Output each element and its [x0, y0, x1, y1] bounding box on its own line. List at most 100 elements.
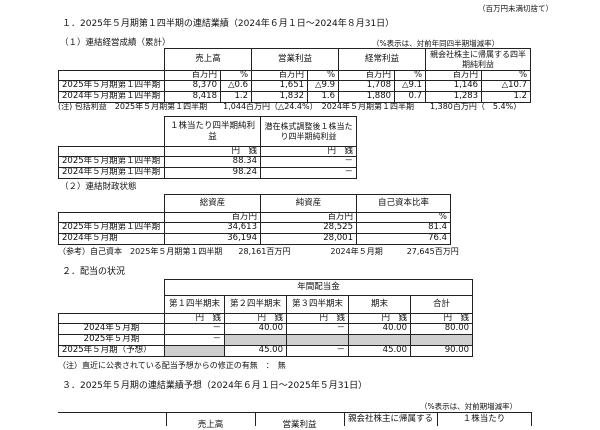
cell-total-dividend: 90.00 — [409, 344, 474, 357]
header-operating-income: 営業利益 — [251, 48, 340, 71]
section-1-title: １．2025年５月期第１四半期の連結業績（2024年６月１日～2024年８月31… — [62, 19, 395, 29]
row-label: 2025年５月期 — [58, 333, 165, 346]
cell-total-dividend — [409, 333, 474, 346]
dividend-forecast-note: （注）直近に公表されている配当予想からの修正の有無 ： 無 — [58, 361, 286, 370]
cell-total-assets: 36,194 — [164, 232, 261, 245]
subsection-operating-results: （１）連結経営成績（累計） — [60, 38, 171, 48]
unit-yen-sen: 円 銭 — [286, 313, 349, 324]
cell-equity-ratio: 76.4 — [356, 232, 451, 245]
cell-total-dividend: 80.00 — [409, 322, 474, 335]
percent-note: （%表示は、対前年同四半期増減率） — [372, 39, 500, 48]
equity-reference-note: （参考）自己資本 2025年５月期第１四半期 28,161百万円 2024年５月… — [58, 247, 459, 256]
unit-row-label — [58, 70, 165, 81]
unit-million-yen: 百万円 — [338, 70, 396, 81]
cell-net-income-pct: 1.2 — [481, 90, 532, 103]
unit-row-label — [58, 212, 165, 223]
cell-q2-dividend: 45.00 — [224, 344, 287, 357]
row-label: 2024年５月期 — [58, 322, 165, 335]
unit-yen-sen: 円 銭 — [164, 146, 261, 157]
cell-net-sales: 8,418 — [164, 90, 221, 103]
cell-net-sales-pct: △0.6 — [219, 79, 253, 92]
cell-operating-income: 1,651 — [251, 79, 309, 92]
cell-net-assets: 28,001 — [260, 232, 357, 245]
forecast-col-divider — [344, 412, 345, 426]
header-net-income-attributable: 親会社株主に帰属する四半期純利益 — [425, 48, 532, 71]
cell-net-income: 1,283 — [425, 90, 483, 103]
cell-diluted-eps: － — [260, 166, 357, 179]
header-eps: １株当たり四半期純利益 — [164, 116, 261, 147]
header-annual-dividend: 年間配当金 — [163, 279, 474, 296]
cell-eps: 98.24 — [164, 166, 261, 179]
header-q3-end: 第３四半期末 — [286, 295, 349, 314]
header-total-assets: 総資産 — [164, 194, 261, 213]
unit-million-yen: 百万円 — [164, 212, 261, 223]
forecast-header-operating-income: 営業利益 — [282, 420, 317, 430]
unit-million-yen: 百万円 — [251, 70, 309, 81]
header-equity-ratio: 自己資本比率 — [356, 194, 451, 213]
cell-q1-dividend: － — [164, 322, 225, 335]
unit-yen-sen: 円 銭 — [224, 313, 287, 324]
row-label: 2025年５月期第１四半期 — [58, 79, 165, 92]
cell-q3-dividend: － — [286, 344, 349, 357]
forecast-col-divider — [255, 412, 256, 426]
forecast-col-divider — [437, 412, 438, 426]
unit-million-yen: 百万円 — [164, 70, 221, 81]
percent-note: （%表示は、対前期増減率） — [420, 402, 518, 411]
cell-diluted-eps: － — [260, 155, 357, 168]
header-q2-end: 第２四半期末 — [224, 295, 287, 314]
cell-ordinary-income-pct: 0.7 — [394, 90, 427, 103]
unit-million-yen: 百万円 — [425, 70, 483, 81]
header-net-assets: 純資産 — [260, 194, 357, 213]
unit-note: （百万円未満切捨て） — [478, 4, 553, 13]
unit-yen-sen: 円 銭 — [164, 313, 225, 324]
cell-total-assets: 34,613 — [164, 221, 261, 234]
header-blank — [58, 279, 165, 314]
cell-year-end-dividend: 45.00 — [348, 344, 411, 357]
unit-percent: % — [307, 70, 340, 81]
forecast-col-divider — [531, 412, 532, 426]
forecast-header-net-sales: 売上高 — [197, 420, 224, 430]
header-q1-end: 第１四半期末 — [164, 295, 225, 314]
cell-q1-dividend: － — [164, 333, 225, 346]
unit-row-label — [58, 146, 165, 157]
cell-equity-ratio: 81.4 — [356, 221, 451, 234]
cell-q3-dividend — [286, 333, 349, 346]
cell-operating-income-pct: 1.6 — [307, 90, 340, 103]
forecast-header-net-income: 親会社株主に帰属する — [347, 414, 433, 424]
comprehensive-income-note: (注) 包括利益 2025年５月期第１四半期 1,044百万円（△24.4%） … — [58, 102, 522, 111]
operating-results-table: 売上高 営業利益 経常利益 親会社株主に帰属する四半期純利益 百万円 % 百万円… — [58, 48, 532, 103]
unit-percent: % — [219, 70, 253, 81]
header-diluted-eps: 潜在株式調整後１株当たり四半期純利益 — [260, 116, 357, 147]
cell-operating-income-pct: △9.9 — [307, 79, 340, 92]
cell-net-sales-pct: 1.2 — [219, 90, 253, 103]
unit-row-label — [58, 313, 165, 324]
cell-operating-income: 1,832 — [251, 90, 309, 103]
header-blank — [59, 49, 165, 71]
eps-table: １株当たり四半期純利益 潜在株式調整後１株当たり四半期純利益 円 銭 円 銭 2… — [58, 116, 357, 179]
forecast-col-divider — [166, 412, 167, 426]
row-label: 2025年５月期（予想） — [58, 344, 165, 357]
header-blank — [59, 195, 165, 213]
section-2-title: ２．配当の状況 — [62, 267, 126, 277]
cell-ordinary-income: 1,880 — [338, 90, 396, 103]
header-total: 合計 — [409, 295, 474, 314]
header-net-sales: 売上高 — [163, 48, 253, 71]
cell-eps: 88.34 — [164, 155, 261, 168]
header-ordinary-income: 経常利益 — [338, 48, 427, 71]
cell-ordinary-income: 1,708 — [338, 79, 396, 92]
forecast-header-eps: １株当たり — [462, 414, 506, 424]
section-3-title: ３．2025年５月期の連結業績予想（2024年６月１日～2025年５月31日） — [62, 381, 368, 391]
cell-q2-dividend: 40.00 — [224, 322, 287, 335]
cell-net-income: 1,146 — [425, 79, 483, 92]
unit-yen-sen: 円 銭 — [348, 313, 411, 324]
cell-net-sales: 8,370 — [164, 79, 221, 92]
cell-year-end-dividend — [348, 333, 411, 346]
cell-net-income-pct: △10.7 — [481, 79, 532, 92]
cell-ordinary-income-pct: △9.1 — [394, 79, 427, 92]
unit-yen-sen: 円 銭 — [260, 146, 357, 157]
unit-percent: % — [356, 212, 451, 223]
cell-q1-dividend — [164, 344, 225, 357]
unit-million-yen: 百万円 — [260, 212, 357, 223]
header-year-end: 期末 — [348, 295, 411, 314]
row-label: 2024年５月期 — [58, 232, 165, 245]
